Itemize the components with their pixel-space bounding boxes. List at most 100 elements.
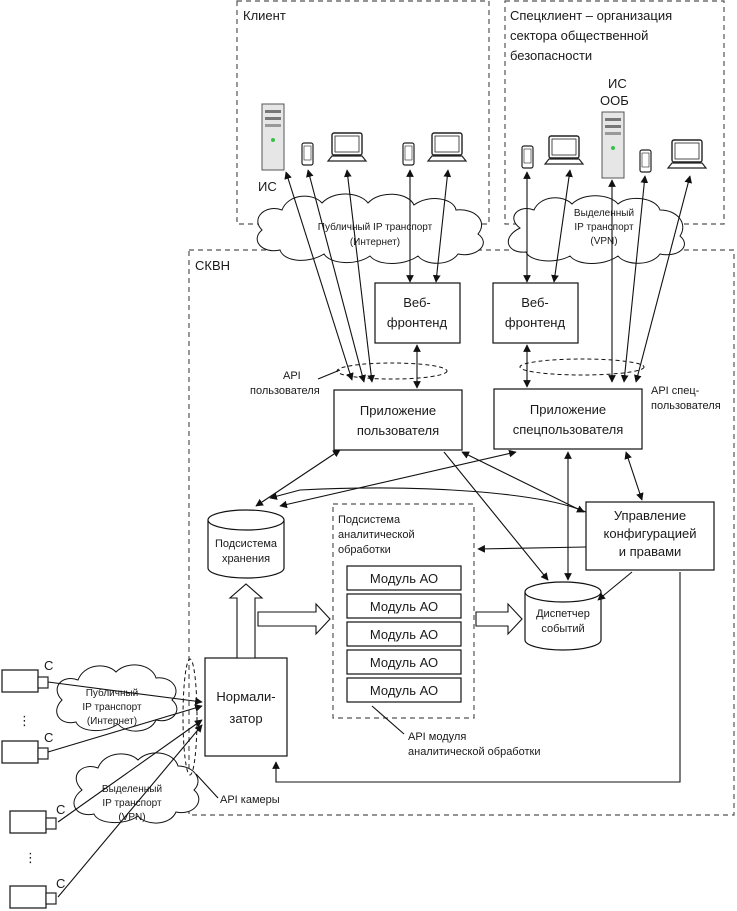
camera-label: C xyxy=(44,658,53,673)
camera-lines xyxy=(47,681,203,898)
special-laptop-icon-2 xyxy=(667,139,707,169)
web-frontend-right-box xyxy=(492,282,579,344)
user-app-label-1: Приложение xyxy=(360,403,436,418)
special-phone-icon-1 xyxy=(521,145,534,169)
special-phone-icon-2 xyxy=(639,149,652,173)
normalizer-label-2: затор xyxy=(229,711,262,726)
special-laptop-icon-1 xyxy=(544,135,584,165)
api-analytics-label-1: API модуля xyxy=(408,731,466,743)
event-dispatcher-label-1: Диспетчер xyxy=(536,608,590,620)
vpn-cloud-left xyxy=(73,752,200,824)
config-mgmt-label-1: Управление xyxy=(614,508,686,523)
client-is-label: ИС xyxy=(258,179,277,194)
client-zone xyxy=(236,0,490,225)
api-camera-ellipse xyxy=(182,658,198,776)
special-client-zone-label-3: безопасности xyxy=(510,48,592,63)
analytics-module-label: Модуль АО xyxy=(370,683,438,698)
analytics-module-box xyxy=(346,621,462,647)
web-frontend-right-label-1: Веб- xyxy=(521,295,549,310)
analytics-modules: Модуль АО Модуль АО Модуль АО Модуль АО … xyxy=(346,565,462,703)
client-laptop-icon-2 xyxy=(427,132,467,162)
analytics-module-box xyxy=(346,649,462,675)
client-server-icon xyxy=(261,103,285,171)
special-app-box xyxy=(493,388,643,450)
public-left-label-3: (Интернет) xyxy=(87,716,137,727)
camera-label: C xyxy=(56,876,65,891)
client-phone-icon-2 xyxy=(402,142,415,166)
special-client-zone-label-2: сектора общественной xyxy=(510,28,648,43)
web-frontend-left-box xyxy=(374,282,461,344)
public-transport-top-label-1: Публичный IP транспорт xyxy=(318,221,433,233)
api-analytics-pointer xyxy=(371,705,405,735)
api-camera-label: API камеры xyxy=(220,794,280,806)
analytics-module-label: Модуль АО xyxy=(370,627,438,642)
special-app-label-2: спецпользователя xyxy=(513,422,624,437)
analytics-module-box xyxy=(346,677,462,703)
analytics-to-dispatcher-arrow xyxy=(475,602,523,636)
normalizer-to-storage-arrow xyxy=(228,583,264,659)
camera-icon xyxy=(9,810,57,834)
vpn-top-label-3: (VPN) xyxy=(590,236,617,247)
connection-lines xyxy=(255,169,692,783)
analytics-subsystem-zone xyxy=(332,503,475,719)
config-mgmt-label-2: конфигурацией xyxy=(604,526,697,541)
analytics-title-2: аналитической xyxy=(338,529,415,541)
normalizer-label-1: Нормали- xyxy=(216,689,275,704)
api-user-label-2: пользователя xyxy=(250,385,320,397)
analytics-module-label: Модуль АО xyxy=(370,571,438,586)
special-client-zone-label-1: Спецклиент – организация xyxy=(510,8,672,23)
camera-icon xyxy=(1,740,49,764)
web-frontend-right-label-2: фронтенд xyxy=(505,315,566,330)
user-app-label-2: пользователя xyxy=(357,423,439,438)
camera-label: C xyxy=(56,802,65,817)
api-special-label-1: API спец- xyxy=(651,385,700,397)
vpn-left-label-3: (VPN) xyxy=(118,812,145,823)
storage-label-1: Подсистема xyxy=(215,538,278,550)
public-left-label-2: IP транспорт xyxy=(82,702,142,713)
public-left-label-1: Публичный xyxy=(86,687,139,699)
api-camera-pointer xyxy=(195,773,219,799)
vpn-top-label-1: Выделенный xyxy=(574,208,634,219)
vpn-left-label-1: Выделенный xyxy=(102,784,162,795)
api-user-label-1: API xyxy=(283,370,301,382)
vpn-left-label-2: IP транспорт xyxy=(102,798,162,809)
skvn-zone-label: СКВН xyxy=(195,258,230,273)
config-mgmt-label-3: и правами xyxy=(619,544,682,559)
api-user-pointer xyxy=(317,369,341,380)
analytics-module-label: Модуль АО xyxy=(370,599,438,614)
special-is-label: ИС xyxy=(608,76,627,91)
config-mgmt-box xyxy=(585,501,715,571)
normalizer-to-analytics-arrow xyxy=(257,602,331,636)
analytics-module-label: Модуль АО xyxy=(370,655,438,670)
web-frontend-left-label-1: Веб- xyxy=(403,295,431,310)
client-phone-icon-1 xyxy=(301,142,314,166)
user-app-box xyxy=(333,389,463,451)
analytics-module-box xyxy=(346,593,462,619)
camera-label: C xyxy=(44,730,53,745)
special-app-label-1: Приложение xyxy=(530,402,606,417)
storage-label-2: хранения xyxy=(222,553,270,565)
camera-icon xyxy=(9,885,57,909)
web-frontend-left-label-2: фронтенд xyxy=(387,315,448,330)
camera-dots: ⋮ xyxy=(18,713,31,728)
normalizer-box xyxy=(204,657,288,757)
client-laptop-icon-1 xyxy=(327,132,367,162)
api-analytics-label-2: аналитической обработки xyxy=(408,746,540,758)
camera-icon xyxy=(1,669,49,693)
vpn-top-label-2: IP транспорт xyxy=(574,222,634,233)
event-dispatcher-cylinder xyxy=(524,581,602,651)
api-user-ellipse xyxy=(336,362,448,380)
client-zone-label: Клиент xyxy=(243,8,286,23)
analytics-title-1: Подсистема xyxy=(338,514,401,526)
public-transport-cloud-left xyxy=(56,664,178,732)
special-server-icon xyxy=(601,111,625,179)
event-dispatcher-label-2: событий xyxy=(541,623,584,635)
camera-dots: ⋮ xyxy=(24,850,37,865)
public-transport-top-label-2: (Интернет) xyxy=(350,237,400,248)
analytics-module-box xyxy=(346,565,462,591)
api-special-label-2: пользователя xyxy=(651,400,721,412)
special-oob-label: ООБ xyxy=(600,93,629,108)
storage-cylinder xyxy=(207,509,285,579)
analytics-title-3: обработки xyxy=(338,544,391,556)
